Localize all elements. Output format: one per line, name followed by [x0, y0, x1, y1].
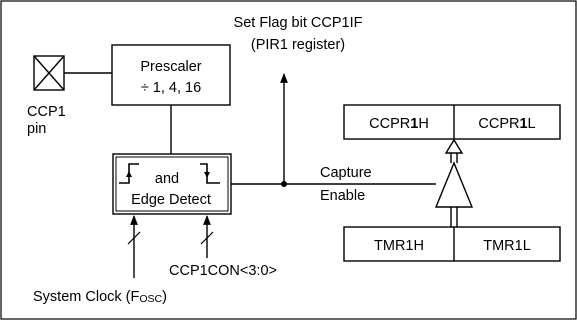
system-clock-suffix: ) — [162, 289, 167, 305]
ccpr1l-label: CCPR1L — [478, 116, 535, 132]
set-flag-label-line2: (PIR1 register) — [251, 37, 345, 53]
capture-enable-label-line1: Capture — [320, 165, 372, 181]
ccpr1-register — [343, 104, 561, 140]
ccp1con-label: CCP1CON<3:0> — [169, 263, 277, 279]
system-clock-subscript: OSC — [139, 293, 162, 305]
ccp1-pin-symbol — [33, 55, 65, 91]
edge-detect-box-inner — [115, 156, 229, 212]
ccp1con-bus-slash — [200, 231, 214, 245]
system-clock-prefix: System Clock (F — [33, 289, 139, 305]
capture-enable-label-line2: Enable — [320, 188, 365, 204]
prescaler-ratio: ÷ 1, 4, 16 — [141, 80, 201, 96]
rising-edge-symbol — [119, 163, 139, 184]
tmr1l-label: TMR1L — [483, 238, 531, 254]
system-clock-label: System Clock (FOSC) — [33, 289, 167, 305]
edge-detect-label: Edge Detect — [131, 192, 211, 208]
tmr1-register — [343, 226, 561, 262]
prescaler-label: Prescaler — [140, 59, 201, 75]
falling-edge-symbol — [200, 163, 220, 184]
set-flag-label-line1: Set Flag bit CCP1IF — [234, 15, 363, 31]
prescaler-box — [111, 44, 231, 106]
system-clock-bus-slash — [127, 231, 141, 245]
tmr1h-label: TMR1H — [374, 238, 424, 254]
ccpr1h-label: CCPR1H — [369, 116, 429, 132]
pin-label-line2: pin — [27, 121, 46, 137]
buffer-to-ccpr1-bus — [444, 138, 464, 163]
tmr1-to-buffer-bus — [450, 207, 458, 227]
capture-buffer — [434, 161, 474, 208]
edge-detect-label-and: and — [155, 171, 179, 187]
pin-label-line1: CCP1 — [27, 104, 66, 120]
